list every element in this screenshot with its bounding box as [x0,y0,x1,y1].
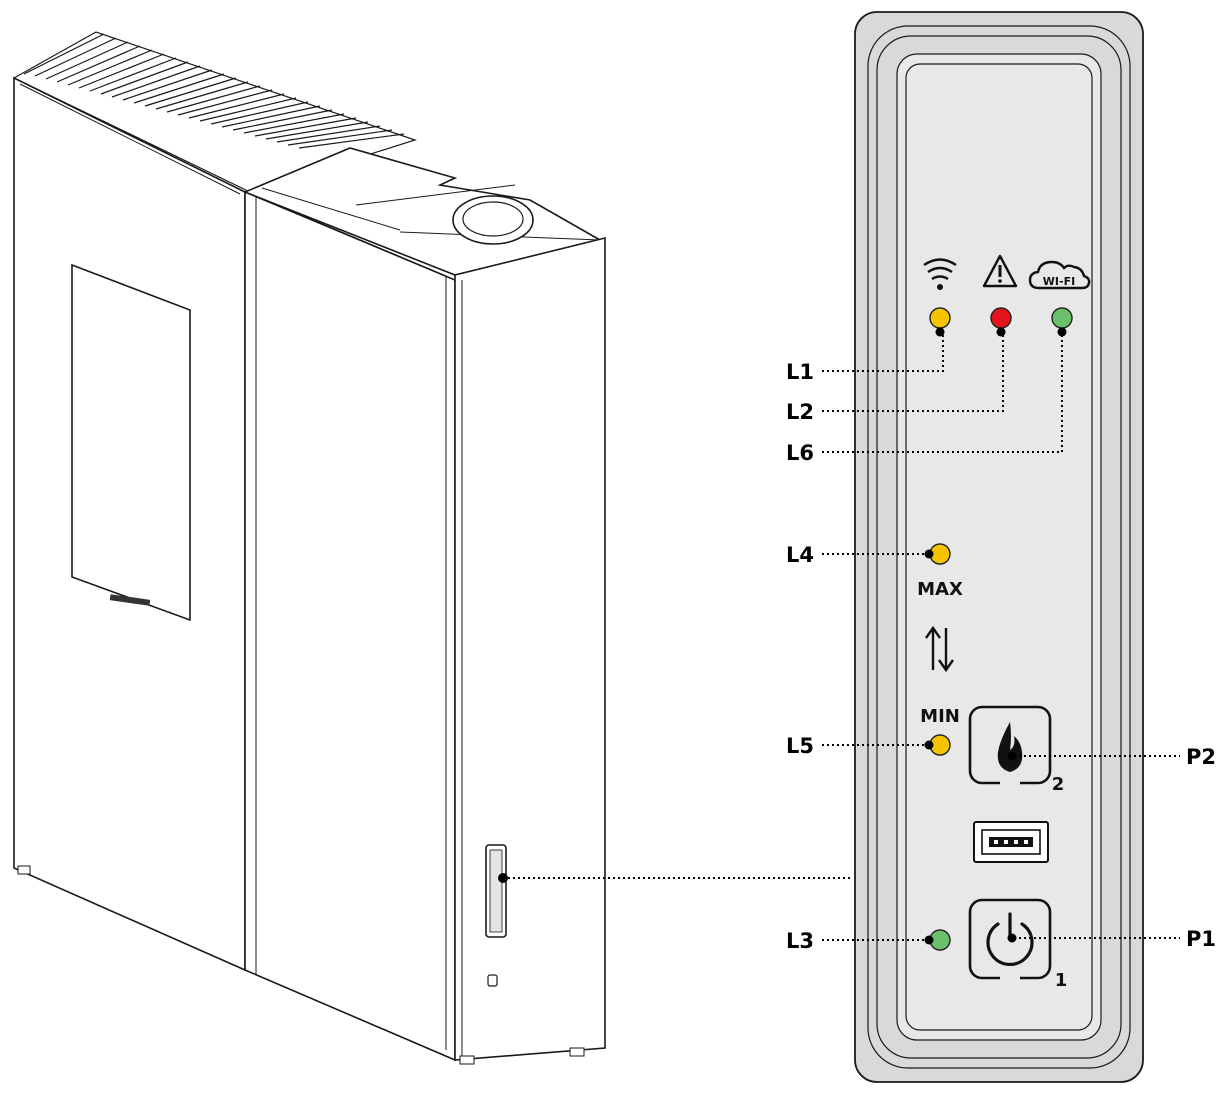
callout-l3: L3 [786,929,934,953]
side-small-button[interactable] [487,974,498,987]
wifi-signal-icon [923,258,957,290]
max-label: MAX [917,579,963,600]
stove-window [71,263,191,622]
callout-l6: L6 [786,327,1067,465]
wifi-cloud-badge: WI-FI [1043,275,1075,288]
slot-to-panel-leader [498,873,850,883]
flame-button-p2[interactable]: 2 [968,705,1065,795]
svg-text:L2: L2 [786,400,814,424]
svg-text:L6: L6 [786,441,814,465]
callout-p1: P1 [1007,927,1216,951]
min-label: MIN [920,706,960,727]
svg-text:L5: L5 [786,734,814,758]
stove-right-panel [244,190,456,1062]
control-panel: WI-FI MAX MIN 2 [854,11,1144,1083]
led-l2 [990,307,1012,329]
button-2-number: 2 [1052,774,1065,795]
callout-l4: L4 [786,543,934,567]
callout-p2: P2 [1007,745,1216,769]
usb-port-icon[interactable] [973,821,1049,863]
wifi-cloud-icon: WI-FI [1028,260,1091,290]
svg-text:L1: L1 [786,360,814,384]
svg-text:L4: L4 [786,543,814,567]
stove-illustration [12,31,606,1065]
stove-side-panel [454,236,606,1061]
callout-l1: L1 [786,327,945,384]
callout-l2: L2 [786,327,1006,424]
top-vent-fins [12,31,417,193]
svg-text:L3: L3 [786,929,814,953]
flame-icon [997,722,1023,772]
panel-inner-face [896,53,1102,1041]
warning-triangle-icon [982,254,1018,288]
callout-l5: L5 [786,734,934,758]
svg-text:P2: P2 [1186,745,1216,769]
button-1-number: 1 [1055,970,1068,991]
led-l6 [1051,307,1073,329]
brand-plate [109,594,151,606]
up-down-arrows-icon [925,625,954,673]
led-l1 [929,307,951,329]
pellet-lid-inner [462,201,524,237]
power-icon [986,912,1034,966]
svg-text:P1: P1 [1186,927,1216,951]
